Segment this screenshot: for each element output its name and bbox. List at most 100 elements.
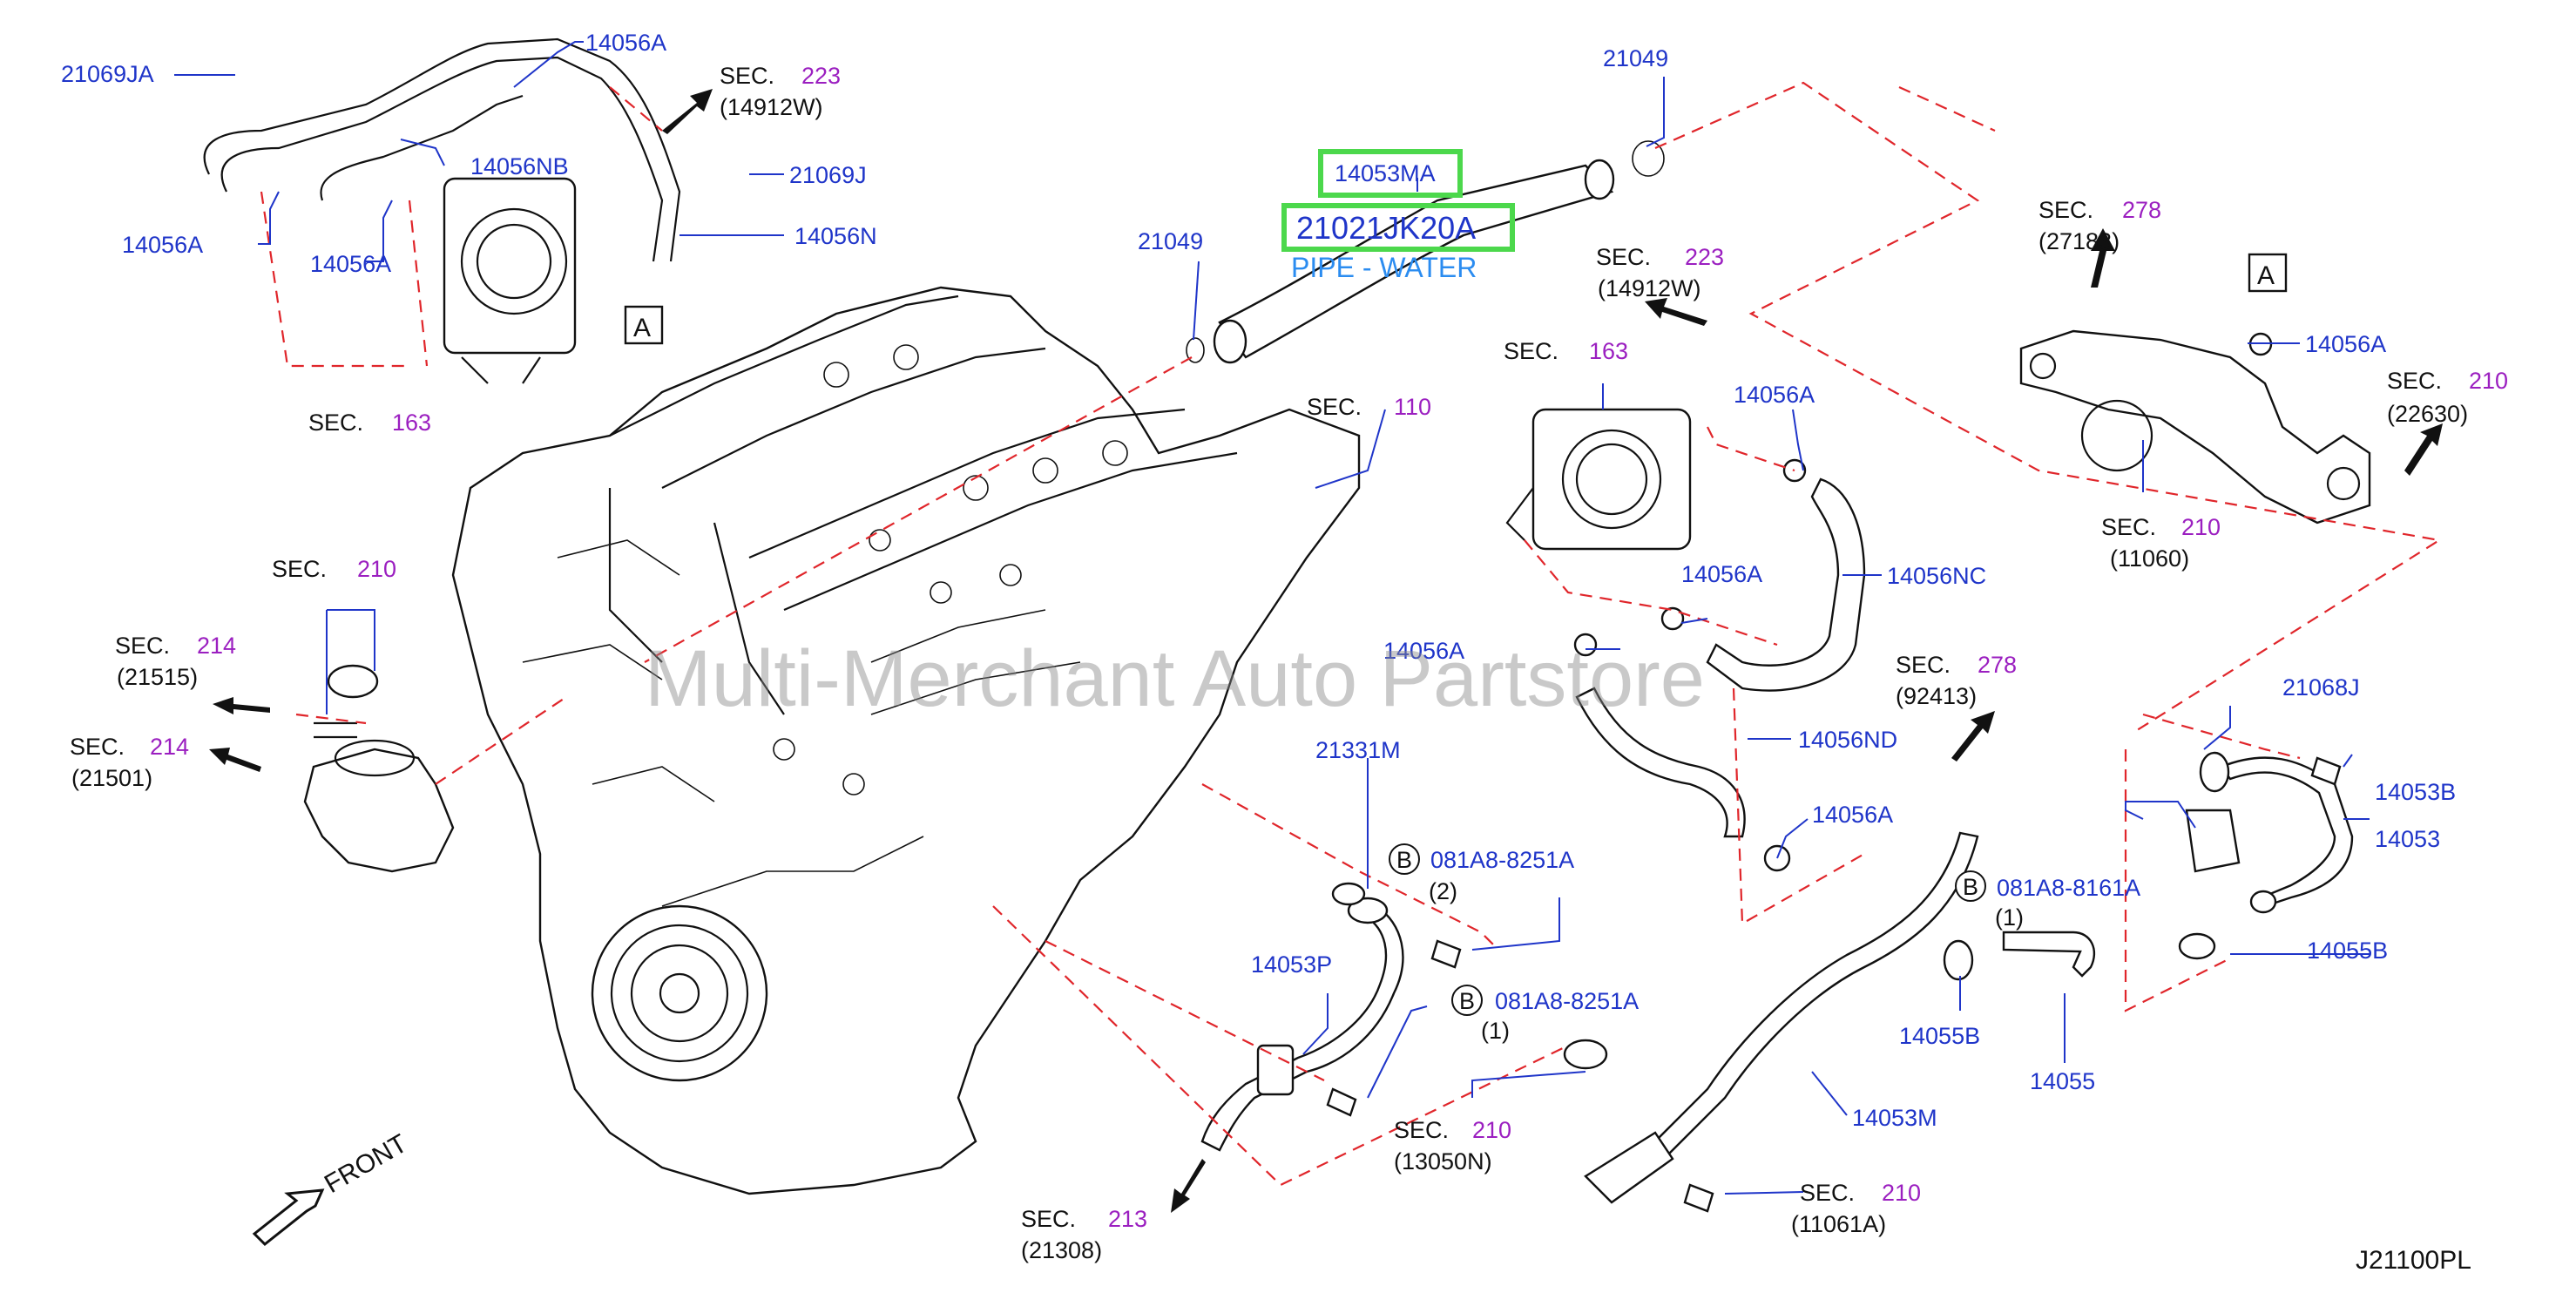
arrow-sec214-a <box>213 697 270 714</box>
sec-223-mid-ref: (14912W) <box>1598 275 1701 301</box>
sec-163-mid-word: SEC. <box>1504 338 1558 364</box>
bolt-symbol-2: B <box>1451 985 1483 1016</box>
label-14053[interactable]: 14053 <box>2375 826 2440 852</box>
arrow-sec223-mid <box>1645 298 1707 326</box>
label-14056a-low[interactable]: 14056A <box>1383 638 1464 664</box>
label-14056a-top[interactable]: 14056A <box>585 30 666 56</box>
label-14056n[interactable]: 14056N <box>794 223 877 249</box>
highlight-part-code[interactable]: 21021JK20A <box>1296 210 1476 246</box>
part-number-labels: 21069JA 14056A 14056NB 21069J 14056A 140… <box>61 30 2456 1131</box>
label-21049-mid[interactable]: 21049 <box>1138 228 1203 254</box>
sec-210-outlet-word: SEC. <box>2101 514 2156 540</box>
sec-210-right-word: SEC. <box>2387 368 2442 394</box>
sec-214-b[interactable]: SEC. 214 (21501) <box>70 734 189 791</box>
sec-223-top-word: SEC. <box>720 63 774 89</box>
sec-210-low-num: 210 <box>1472 1117 1511 1143</box>
sec-210-low-ref: (13050N) <box>1394 1148 1492 1175</box>
sec-210-bottom[interactable]: SEC. 210 (11061A) <box>1791 1180 1921 1237</box>
sec-210-right[interactable]: SEC. 210 (22630) <box>2387 368 2508 427</box>
sec-214-b-ref: (21501) <box>71 765 152 791</box>
sec-210-bottom-word: SEC. <box>1800 1180 1855 1206</box>
sec-163-left[interactable]: SEC. 163 <box>308 410 431 436</box>
label-21069ja[interactable]: 21069JA <box>61 61 154 87</box>
label-14056a-right[interactable]: 14056A <box>2305 331 2386 357</box>
label-bolt1-code[interactable]: 081A8-8251A <box>1430 847 1574 873</box>
sec-210-low-word: SEC. <box>1394 1117 1449 1143</box>
section-references: SEC. 223 (14912W) SEC. 163 SEC. 223 (149… <box>70 63 2508 1263</box>
label-14056nb[interactable]: 14056NB <box>470 153 569 179</box>
label-14056a-throttle[interactable]: 14056A <box>1734 382 1815 408</box>
label-14053m[interactable]: 14053M <box>1852 1105 1937 1131</box>
sec-210-outlet[interactable]: SEC. 210 (11060) <box>2101 514 2221 572</box>
sec-214-a-word: SEC. <box>115 633 170 659</box>
label-14055[interactable]: 14055 <box>2030 1068 2095 1094</box>
sec-213[interactable]: SEC. 213 (21308) <box>1021 1206 1147 1263</box>
sec-210-outlet-num: 210 <box>2181 514 2221 540</box>
throttle-body-center-drawing <box>1505 408 1866 838</box>
label-bolt3-qty: (1) <box>1995 904 2024 931</box>
sec-210-outlet-ref: (11060) <box>2110 545 2189 572</box>
sec-163-left-num: 163 <box>392 410 431 436</box>
dashed-guide-lines <box>260 81 2443 1187</box>
label-14056a-mid[interactable]: 14056A <box>1681 561 1762 587</box>
sec-163-mid[interactable]: SEC. 163 <box>1504 338 1628 364</box>
arrow-sec223-top <box>662 89 713 134</box>
sec-223-top[interactable]: SEC. 223 (14912W) <box>720 63 841 120</box>
arrow-sec213 <box>1171 1159 1206 1213</box>
highlight-part-desc: PIPE - WATER <box>1291 252 1477 283</box>
diagram-code: J21100PL <box>2356 1246 2471 1275</box>
highlight-part-number[interactable]: 14053MA <box>1335 160 1436 186</box>
label-14053b[interactable]: 14053B <box>2375 779 2456 805</box>
label-bolt1-qty: (2) <box>1429 878 1457 904</box>
engine-block-drawing <box>451 286 1361 1195</box>
water-pipe-14053-drawing <box>2185 751 2354 914</box>
bolt-symbol-1-label: B <box>1396 847 1412 873</box>
sec-278-top-ref: (27183) <box>2038 228 2120 254</box>
label-21068j[interactable]: 21068J <box>2282 674 2360 701</box>
label-14056nc[interactable]: 14056NC <box>1887 563 1986 589</box>
sec-213-word: SEC. <box>1021 1206 1076 1232</box>
sec-110[interactable]: SEC. 110 <box>1307 394 1431 420</box>
arrow-sec210-right <box>2404 423 2443 476</box>
label-14056a-left-1[interactable]: 14056A <box>122 232 203 258</box>
sec-214-b-num: 214 <box>150 734 189 760</box>
sec-210-cap[interactable]: SEC. 210 <box>272 556 396 582</box>
water-pipe-14053m-drawing <box>1584 831 2096 1204</box>
sec-278-mid-word: SEC. <box>1896 652 1951 678</box>
label-21069j[interactable]: 21069J <box>789 162 867 188</box>
arrow-sec278-top <box>2091 228 2115 288</box>
label-bolt2-code[interactable]: 081A8-8251A <box>1495 988 1639 1014</box>
label-14056nd[interactable]: 14056ND <box>1798 727 1897 753</box>
sec-214-b-word: SEC. <box>70 734 125 760</box>
sec-214-a-ref: (21515) <box>117 664 198 690</box>
sec-213-ref: (21308) <box>1021 1237 1102 1263</box>
label-21049-top[interactable]: 21049 <box>1603 45 1668 71</box>
sec-210-low[interactable]: SEC. 210 (13050N) <box>1394 1117 1511 1175</box>
sec-223-mid-word: SEC. <box>1596 244 1651 270</box>
water-outlet-right-drawing <box>2019 329 2371 525</box>
label-14056a-left-2[interactable]: 14056A <box>310 251 391 277</box>
sec-163-left-word: SEC. <box>308 410 363 436</box>
label-14055b-right[interactable]: 14055B <box>2307 938 2388 964</box>
sec-278-top[interactable]: SEC. 278 (27183) <box>2038 197 2161 254</box>
sec-214-a-num: 214 <box>197 633 236 659</box>
label-bolt3-code[interactable]: 081A8-8161A <box>1997 875 2140 901</box>
sec-110-num: 110 <box>1394 394 1431 420</box>
label-14055b-mid[interactable]: 14055B <box>1899 1023 1980 1049</box>
sec-223-mid[interactable]: SEC. 223 (14912W) <box>1596 244 1724 301</box>
sec-214-a[interactable]: SEC. 214 (21515) <box>115 633 236 690</box>
bolt-symbol-1: B <box>1389 843 1420 875</box>
label-14053p[interactable]: 14053P <box>1251 951 1332 978</box>
label-21331m[interactable]: 21331M <box>1315 737 1401 763</box>
sec-223-top-num: 223 <box>801 63 841 89</box>
connector-a-left-label: A <box>633 314 651 342</box>
label-bolt2-qty: (1) <box>1481 1018 1510 1044</box>
label-14056a-bottom[interactable]: 14056A <box>1812 802 1893 828</box>
bolt-symbol-3: B <box>1955 870 1986 902</box>
bolt-symbol-3-label: B <box>1963 874 1978 900</box>
front-direction-indicator: FRONT <box>252 1129 412 1247</box>
sec-278-mid-ref: (92413) <box>1896 683 1977 709</box>
sec-278-mid-num: 278 <box>1978 652 2017 678</box>
sec-278-mid[interactable]: SEC. 278 (92413) <box>1896 652 2017 709</box>
